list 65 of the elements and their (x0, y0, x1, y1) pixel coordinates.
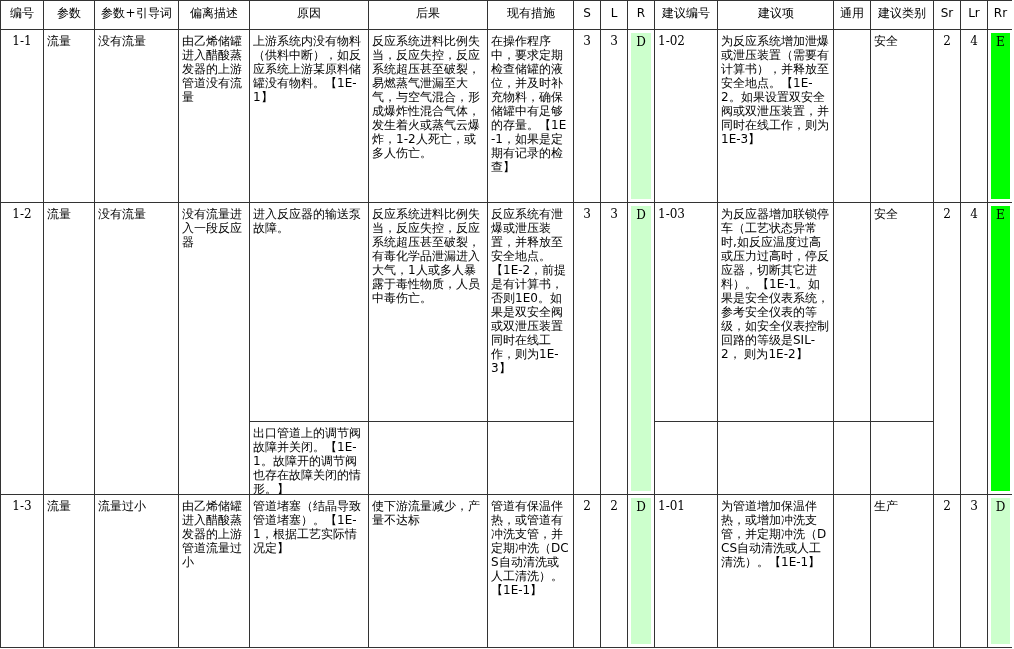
table-cell: 安全 (871, 203, 933, 421)
table-cell: 1-2 (1, 203, 43, 494)
table-cell: 没有流量 (95, 203, 178, 494)
column-header: Rr (988, 1, 1013, 29)
table-cell: 1-01 (655, 495, 717, 647)
table-cell: 1-03 (655, 203, 717, 421)
table-cell: 3 (601, 30, 627, 202)
column-header: 偏离描述 (179, 1, 249, 29)
table-cell: 流量过小 (95, 495, 178, 647)
table-cell: 4 (961, 203, 987, 494)
table-cell: 为反应系统增加泄爆或泄压装置（需要有计算书），并释放至安全地点。【1E-2。如果设置双安全阀或双泄压装置，并同时在线工作，则为1E-3】 (718, 30, 833, 202)
table-cell: 流量 (44, 495, 94, 647)
column-header: 通用 (834, 1, 870, 29)
table-cell: 2 (574, 495, 600, 647)
risk-rating: D (631, 33, 651, 199)
column-header: L (601, 1, 627, 29)
table-cell: 由乙烯储罐进入醋酸蒸发器的上游管道流量过小 (179, 495, 249, 647)
table-cell: 使下游流量减少，产量不达标 (369, 495, 487, 647)
column-header: 编号 (1, 1, 43, 29)
table-cell: 管道有保温伴热，或管道有冲洗支管，并定期冲洗（DCS自动清洗或人工清洗）。【1E-1】 (488, 495, 573, 647)
table-cell: 反应系统进料比例失当，反应失控，反应系统超压甚至破裂，有毒化学品泄漏进入大气，1人或多人暴露于毒性物质，人员中毒伤亡。 (369, 203, 487, 421)
table-cell: 2 (934, 203, 960, 494)
column-header: Lr (961, 1, 987, 29)
column-header: 建议项 (718, 1, 833, 29)
table-cell: 为反应器增加联锁停车（工艺状态异常时,如反应温度过高或压力过高时，停反应器，切断其它进料）。【1E-1。如果是安全仪表系统，参考安全仪表的等级，如安全仪表控制回路的等级是SIL-2， 则为1E-2】 (718, 203, 833, 421)
table-cell: 3 (574, 203, 600, 494)
risk-rating: E (991, 33, 1010, 199)
table-cell: 3 (961, 495, 987, 647)
column-header: 原因 (250, 1, 368, 29)
table-cell: 生产 (871, 495, 933, 647)
table-cell: 由乙烯储罐进入醋酸蒸发器的上游管道没有流量 (179, 30, 249, 202)
table-cell: 3 (574, 30, 600, 202)
risk-rating: D (991, 498, 1010, 644)
column-header: 现有措施 (488, 1, 573, 29)
table-cell: 流量 (44, 30, 94, 202)
table-cell: 3 (601, 203, 627, 494)
table-cell: 反应系统有泄爆或泄压装置，并释放至安全地点。【1E-2，前提是有计算书，否则1E0。如果是双安全阀或双泄压装置同时在线工作，则为1E-3】 (488, 203, 573, 421)
table-cell: 进入反应器的输送泵故障。 (250, 203, 368, 421)
table-cell: 没有流量 (95, 30, 178, 202)
table-cell: 1-3 (1, 495, 43, 647)
risk-rating: D (631, 498, 651, 644)
table-cell: 流量 (44, 203, 94, 494)
column-header: 建议编号 (655, 1, 717, 29)
table-cell: 2 (934, 495, 960, 647)
table-cell: 反应系统进料比例失当，反应失控，反应系统超压甚至破裂，易燃蒸气泄漏至大气，与空气混合，形成爆炸性混合气体，发生着火或蒸气云爆炸，1-2人死亡，或多人伤亡。 (369, 30, 487, 202)
table-cell: 没有流量进入一段反应器 (179, 203, 249, 494)
column-header: 参数 (44, 1, 94, 29)
column-header: 后果 (369, 1, 487, 29)
table-cell: 1-1 (1, 30, 43, 202)
table-cell: 2 (934, 30, 960, 202)
column-header: Sr (934, 1, 960, 29)
table-cell: 上游系统内没有物料（供料中断），如反应系统上游某原料储罐没有物料。【1E-1】 (250, 30, 368, 202)
risk-rating: E (991, 206, 1010, 491)
column-header: S (574, 1, 600, 29)
table-cell: 1-02 (655, 30, 717, 202)
table-cell: 管道堵塞（结晶导致管道堵塞）。【1E-1，根据工艺实际情况定】 (250, 495, 368, 647)
table-cell: 安全 (871, 30, 933, 202)
table-cell: 为管道增加保温伴热，或增加冲洗支管，并定期冲洗（DCS自动清洗或人工清洗）。【1E-1】 (718, 495, 833, 647)
risk-rating: D (631, 206, 651, 491)
column-header: 参数+引导词 (95, 1, 178, 29)
column-header: R (628, 1, 654, 29)
table-cell: 2 (601, 495, 627, 647)
table-cell: 在操作程序中，要求定期检查储罐的液位，并及时补充物料，确保储罐中有足够的存量。【1E-1，如果是定期有记录的检查】 (488, 30, 573, 202)
table-cell: 4 (961, 30, 987, 202)
column-header: 建议类别 (871, 1, 933, 29)
